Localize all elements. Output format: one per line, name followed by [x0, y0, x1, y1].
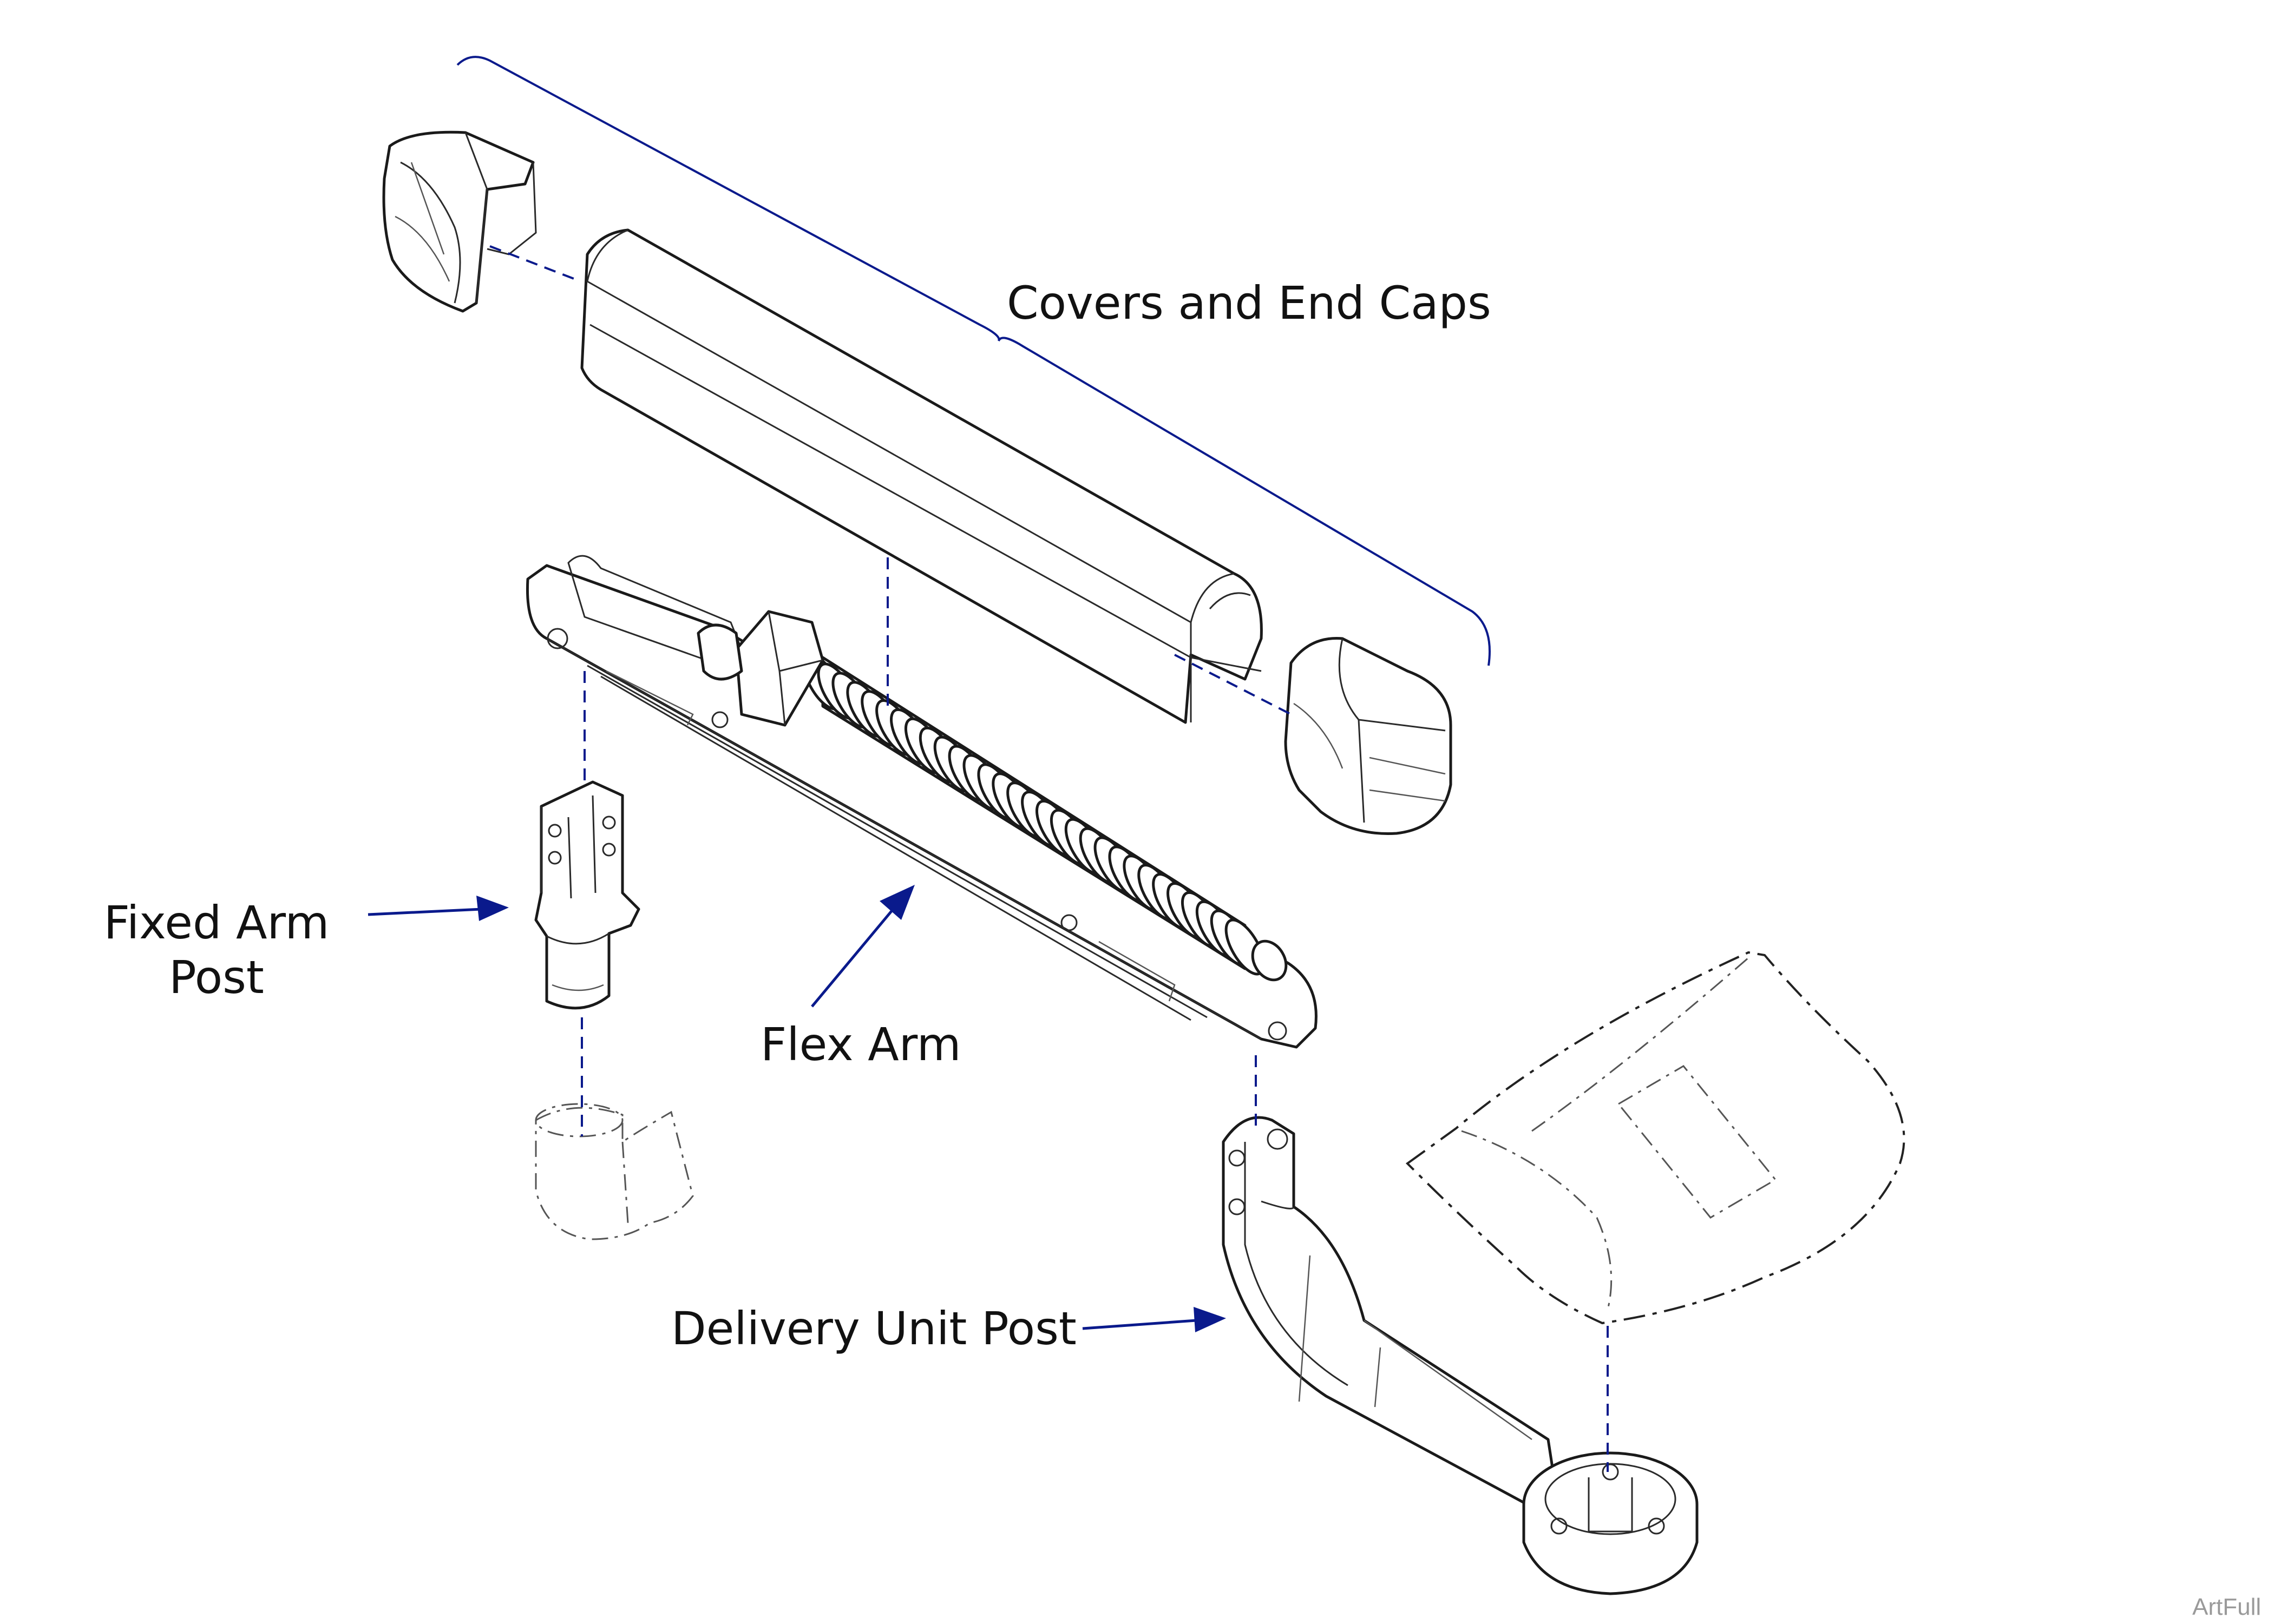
phantom-delivery-unit — [1405, 951, 1905, 1325]
delivery-unit-post-label: Delivery Unit Post — [671, 1302, 1077, 1355]
left-end-cap — [382, 130, 537, 313]
bellows-spring — [802, 653, 1288, 982]
fixed-arm-post-label-line2: Post — [169, 950, 264, 1004]
cylinder-block — [697, 610, 824, 727]
flex-arm-body — [526, 555, 1318, 1049]
delivery-unit-post-arrow — [1082, 1307, 1226, 1332]
fixed-arm-post-label-line1: Fixed Arm — [103, 896, 330, 949]
artfull-watermark: ArtFull — [2192, 1594, 2262, 1620]
covers-and-end-caps-label: Covers and End Caps — [1007, 277, 1491, 330]
fixed-arm-post — [534, 780, 640, 1010]
phantom-receiving-post — [535, 1103, 694, 1240]
fixed-arm-post-arrow — [368, 896, 509, 921]
fixed-arm-post-label: Fixed Arm Post — [100, 896, 333, 1005]
flex-arm-label: Flex Arm — [761, 1018, 961, 1071]
assembly-axes — [489, 245, 1609, 1472]
delivery-unit-post — [1222, 1116, 1699, 1595]
right-end-cap — [1284, 637, 1452, 835]
flex-arm-arrow — [811, 885, 915, 1008]
main-cover — [580, 228, 1263, 724]
covers-bracket — [456, 56, 1491, 666]
label-leaders — [368, 885, 1226, 1332]
